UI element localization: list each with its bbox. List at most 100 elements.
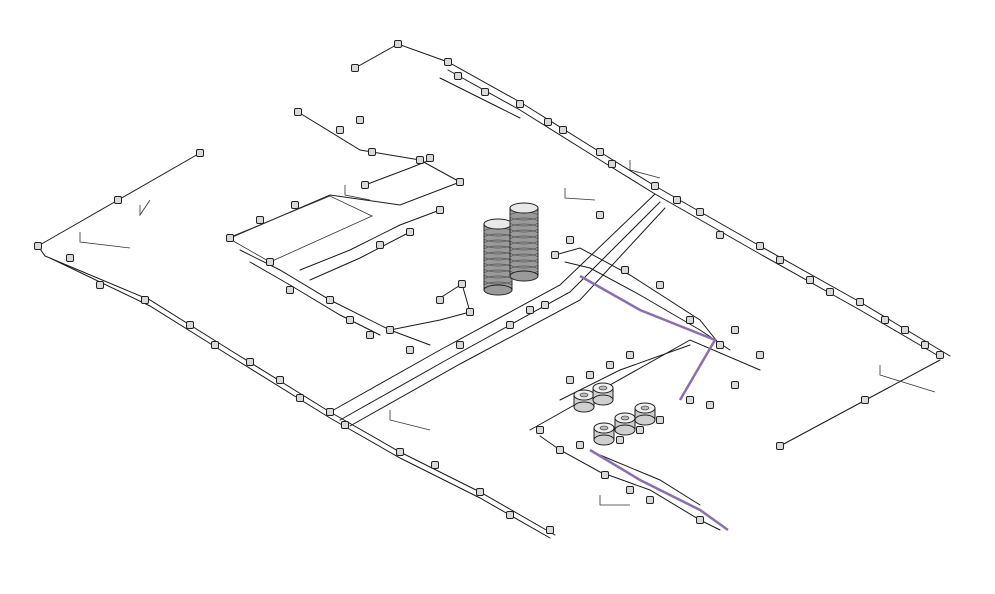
silo-top (509, 202, 539, 214)
tank-hatch (640, 405, 650, 411)
tank (592, 382, 614, 406)
valve-node (559, 126, 567, 134)
pipe-run (329, 193, 656, 413)
valve-node (756, 351, 764, 359)
silo-base (483, 284, 513, 296)
tank-base (573, 401, 595, 413)
pipe-run (297, 111, 461, 183)
valve-node (211, 341, 219, 349)
silo-ring (509, 241, 539, 251)
valve-node (506, 511, 514, 519)
tank-base (634, 414, 656, 426)
silo-ring (509, 235, 539, 245)
valve-node (686, 396, 694, 404)
pipe-run (539, 435, 721, 531)
valve-node (96, 281, 104, 289)
pipe-run (349, 207, 666, 427)
valve-node (621, 266, 629, 274)
tank-base (592, 394, 614, 406)
valve-node (756, 242, 764, 250)
valve-node (696, 516, 704, 524)
valve-node (706, 401, 714, 409)
valve-node (656, 281, 664, 289)
valve-node (716, 231, 724, 239)
tank-hatch (599, 425, 609, 431)
pipe-run (779, 359, 941, 447)
fixture-bracket (564, 188, 596, 201)
valve-node (626, 486, 634, 494)
valve-node (606, 361, 614, 369)
valve-node (651, 182, 659, 190)
highlighted-pipe (579, 274, 717, 401)
valve-node (336, 126, 344, 134)
valve-node (114, 196, 122, 204)
valve-node (576, 441, 584, 449)
valve-node (368, 148, 376, 156)
valve-node (266, 258, 274, 266)
highlighted-pipe (589, 448, 729, 532)
valve-node (686, 316, 694, 324)
pipe-run (439, 77, 521, 119)
tank-hatch (620, 415, 630, 421)
valve-node (366, 331, 374, 339)
tank (573, 389, 595, 413)
valve-node (901, 326, 909, 334)
valve-node (673, 196, 681, 204)
valve-node (246, 358, 254, 366)
silo (483, 218, 513, 296)
pipe-run (389, 311, 471, 331)
valve-node (646, 496, 654, 504)
fixture-bracket (879, 365, 936, 393)
pipe-run (249, 261, 381, 336)
valve-node (536, 426, 544, 434)
valve-node (806, 276, 814, 284)
valve-node (551, 251, 559, 259)
valve-node (556, 446, 564, 454)
valve-node (616, 436, 624, 444)
valve-node (296, 394, 304, 402)
valve-node (456, 341, 464, 349)
pipe-run (439, 283, 471, 313)
silo-ring (483, 275, 513, 285)
fixture-annotations (79, 160, 936, 506)
valve-node (186, 321, 194, 329)
tank-base (614, 424, 636, 436)
tank (614, 412, 636, 436)
silo-top (483, 218, 513, 230)
tank (634, 402, 656, 426)
valve-node (444, 58, 452, 66)
valve-node (436, 206, 444, 214)
silo-ring (509, 229, 539, 239)
silo-ring (509, 223, 539, 233)
tank (593, 422, 615, 446)
fixture-bracket (344, 185, 371, 201)
valve-node (476, 488, 484, 496)
pipe-run (554, 247, 721, 346)
valve-node (546, 526, 554, 534)
valve-node (596, 211, 604, 219)
valve-node (731, 326, 739, 334)
fixture-bracket (139, 199, 151, 217)
valve-node (431, 461, 439, 469)
valve-node (544, 118, 552, 126)
valve-node (456, 178, 464, 186)
valve-node (526, 306, 534, 314)
valve-node (466, 308, 474, 316)
valve-node (921, 341, 929, 349)
valve-node (626, 351, 634, 359)
valve-node (506, 321, 514, 329)
valve-node (226, 234, 234, 242)
valve-node (861, 396, 869, 404)
valve-nodes (34, 40, 944, 534)
fixture-bracket (629, 160, 661, 179)
silo-ring (509, 259, 539, 269)
valve-node (776, 256, 784, 264)
valve-node (291, 201, 299, 209)
valve-node (656, 416, 664, 424)
silo-ring (509, 247, 539, 257)
pipe-run (49, 257, 551, 539)
valve-node (196, 149, 204, 157)
valve-node (356, 116, 364, 124)
valve-node (881, 316, 889, 324)
